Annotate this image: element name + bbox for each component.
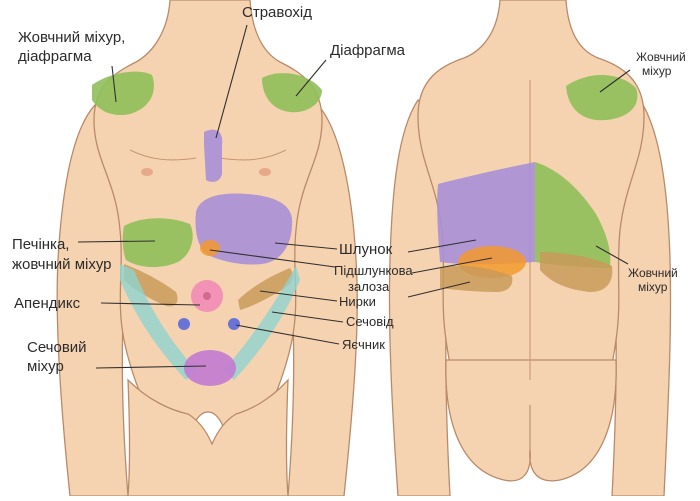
label-stomach: Шлунок (339, 241, 392, 258)
left-nipple (141, 168, 153, 176)
label-bladder-line2: міхур (27, 358, 64, 375)
label-pancreas-line1: Підшлункова (334, 263, 413, 278)
label-diaphragm: Діафрагма (330, 42, 405, 59)
label-back-gallbladder-top-line2: міхур (642, 64, 671, 78)
appendix-center (203, 292, 211, 300)
ovary-zone-right (178, 318, 190, 330)
label-kidneys: Нирки (339, 294, 376, 309)
label-gallbladder-diaphragm-line1: Жовчний міхур, (18, 29, 125, 46)
label-pancreas-line2: залоза (348, 279, 389, 294)
label-gallbladder-diaphragm-line2: діафрагма (18, 48, 92, 65)
label-appendix: Апендикс (14, 295, 80, 312)
label-bladder-line1: Сечовий (27, 339, 87, 356)
right-nipple (259, 168, 271, 176)
label-ovary: Яєчник (342, 337, 385, 352)
esophagus-zone (204, 130, 222, 182)
label-back-gallbladder-side-line2: міхур (638, 280, 667, 294)
ovary-zone-left (228, 318, 240, 330)
pancreas-zone-front (200, 240, 220, 256)
label-back-gallbladder-top-line1: Жовчний (636, 50, 686, 64)
label-back-gallbladder-side-line1: Жовчний (628, 266, 678, 280)
bladder-zone (184, 350, 236, 386)
back-buttocks (446, 360, 616, 481)
label-ureter: Сечовід (346, 314, 394, 329)
label-liver-line1: Печінка, (12, 236, 69, 253)
front-body (57, 0, 357, 496)
label-liver-line2: жовчний міхур (12, 256, 112, 273)
label-esophagus: Стравохід (242, 4, 312, 21)
